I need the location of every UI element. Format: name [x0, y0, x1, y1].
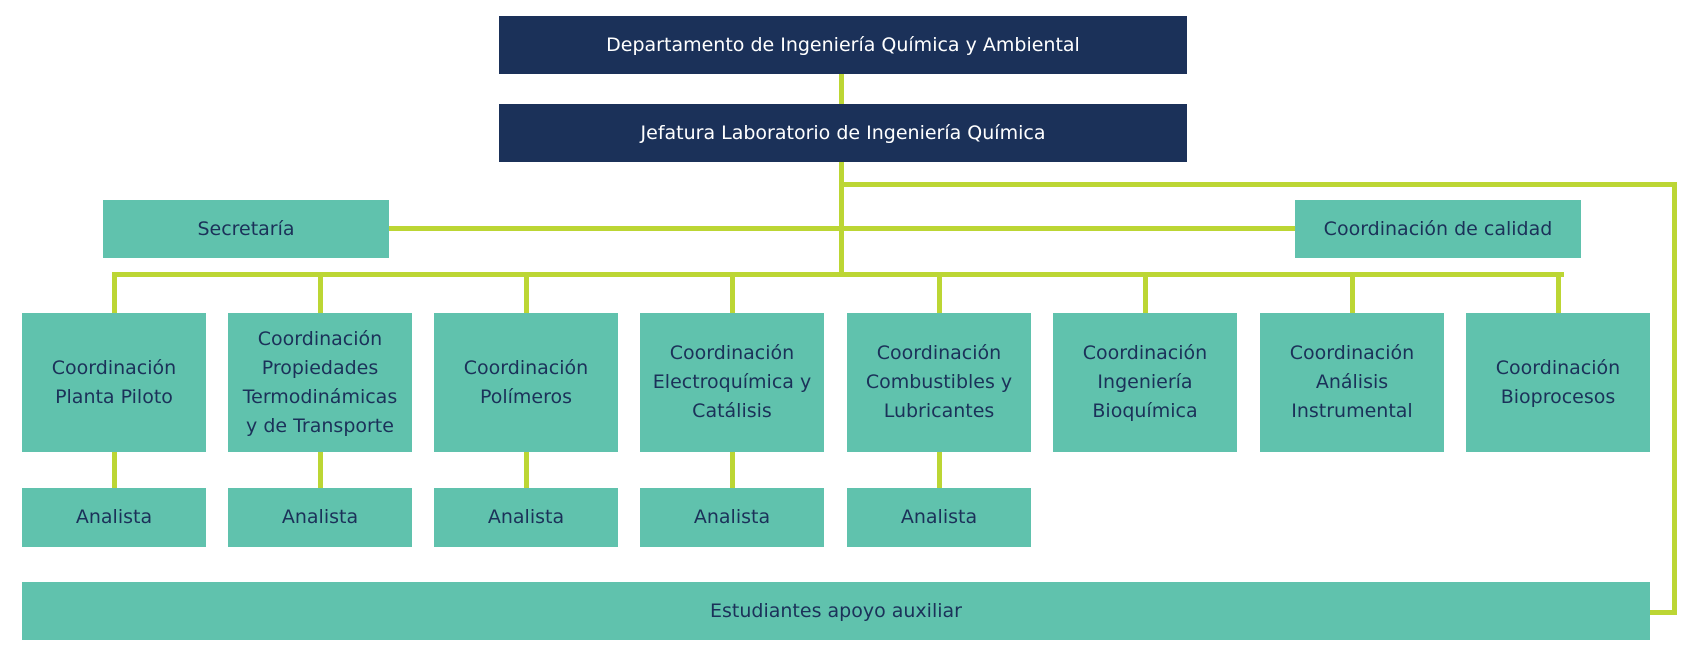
analyst-label: Analista [281, 506, 359, 528]
department-label: Departamento de Ingeniería Química y Amb… [606, 34, 1080, 56]
connector-dept-head [839, 74, 844, 105]
connector-coord-drop [318, 272, 323, 314]
coordination-box: Coordinación Electroquímica y Catálisis [640, 313, 824, 452]
head-label: Jefatura Laboratorio de Ingeniería Quími… [640, 122, 1046, 144]
coordination-box: Coordinación Polímeros [434, 313, 618, 452]
connector-analyst [524, 451, 529, 489]
connector-analyst [730, 451, 735, 489]
connector-coord-drop [730, 272, 735, 314]
quality-box: Coordinación de calidad [1295, 200, 1581, 258]
coordination-box: Coordinación Ingeniería Bioquímica [1053, 313, 1237, 452]
coordination-label: Coordinación Análisis Instrumental [1289, 342, 1415, 422]
connector-analyst [937, 451, 942, 489]
connector-students-right [1672, 182, 1677, 615]
analyst-label: Analista [487, 506, 565, 528]
analyst-label: Analista [75, 506, 153, 528]
coordination-label: Coordinación Combustibles y Lubricantes [865, 342, 1013, 422]
analyst-box: Analista [434, 488, 618, 547]
connector-coord-drop [524, 272, 529, 314]
secretary-box: Secretaría [103, 200, 389, 258]
connector-coord-drop [1556, 272, 1561, 314]
coordination-box: Coordinación Propiedades Termodinámicas … [228, 313, 412, 452]
department-box: Departamento de Ingeniería Química y Amb… [499, 16, 1187, 74]
connector-coord-drop [937, 272, 942, 314]
connector-coord-drop [1350, 272, 1355, 314]
analyst-box: Analista [22, 488, 206, 547]
head-box: Jefatura Laboratorio de Ingeniería Quími… [499, 104, 1187, 162]
coordination-label: Coordinación Ingeniería Bioquímica [1082, 342, 1208, 422]
coordination-label: Coordinación Bioprocesos [1495, 356, 1621, 408]
coordination-box: Coordinación Planta Piloto [22, 313, 206, 452]
analyst-box: Analista [228, 488, 412, 547]
connector-coord-drop [112, 272, 117, 314]
connector-students-top [839, 182, 1677, 187]
coordination-label: Coordinación Polímeros [463, 356, 589, 408]
connector-analyst [318, 451, 323, 489]
analyst-box: Analista [847, 488, 1031, 547]
coordination-box: Coordinación Combustibles y Lubricantes [847, 313, 1031, 452]
coordination-box: Coordinación Bioprocesos [1466, 313, 1650, 452]
analyst-label: Analista [900, 506, 978, 528]
students-box: Estudiantes apoyo auxiliar [22, 582, 1650, 640]
quality-label: Coordinación de calidad [1323, 217, 1553, 240]
coordination-label: Coordinación Propiedades Termodinámicas … [242, 327, 398, 437]
students-label: Estudiantes apoyo auxiliar [710, 599, 962, 622]
coordination-box: Coordinación Análisis Instrumental [1260, 313, 1444, 452]
connector-support-bar [389, 226, 1295, 231]
analyst-box: Analista [640, 488, 824, 547]
coordination-label: Coordinación Electroquímica y Catálisis [652, 342, 812, 422]
connector-head-trunk [839, 162, 844, 274]
connector-coord-drop [1143, 272, 1148, 314]
coordination-label: Coordinación Planta Piloto [51, 356, 177, 408]
secretary-label: Secretaría [197, 217, 295, 240]
analyst-label: Analista [693, 506, 771, 528]
connector-coordination-bar [112, 272, 1564, 277]
connector-analyst [112, 451, 117, 489]
connector-students-bottom [1650, 610, 1677, 615]
